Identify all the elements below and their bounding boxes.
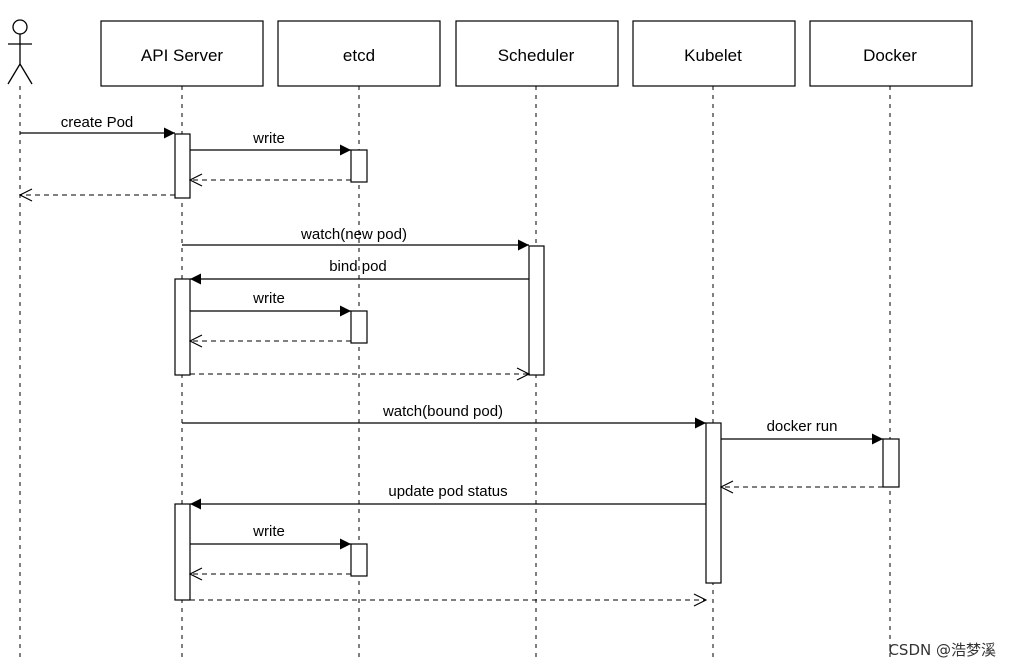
lifelines [19, 86, 891, 660]
activation-api-server [174, 133, 191, 199]
message-write: write [190, 130, 351, 156]
message-label: watch(new pod) [300, 226, 407, 243]
activation-api-server [174, 278, 191, 376]
activation-etcd [350, 149, 368, 183]
message-label: update pod status [388, 483, 507, 500]
message-label: write [252, 130, 285, 147]
activations [174, 133, 900, 601]
participant-label: Scheduler [498, 46, 575, 65]
participant-etcd: etcd [277, 20, 441, 87]
message-label: write [252, 290, 285, 307]
participant-label: Docker [863, 46, 917, 65]
activation-etcd [350, 543, 368, 577]
message-update-pod-status: update pod status [190, 483, 706, 510]
participant-label: Kubelet [684, 46, 742, 65]
activation-docker [882, 438, 900, 488]
message-watch-new-pod: watch(new pod) [182, 226, 529, 251]
message-docker-run: docker run [721, 418, 883, 445]
message-watch-bound-pod: watch(bound pod) [182, 403, 706, 429]
participant-label: etcd [343, 46, 375, 65]
message-write: write [190, 290, 351, 317]
participant-scheduler: Scheduler [455, 20, 619, 87]
activation-kubelet [705, 422, 722, 584]
message-label: create Pod [61, 114, 134, 131]
participant-label: API Server [141, 46, 224, 65]
activation-etcd [350, 310, 368, 344]
message-write: write [190, 523, 351, 550]
participant-kubelet: Kubelet [632, 20, 796, 87]
message-label: docker run [767, 418, 838, 435]
activation-scheduler [528, 245, 545, 376]
participant-api-server: API Server [100, 20, 264, 87]
activation-api-server [174, 503, 191, 601]
actor-icon [7, 19, 33, 85]
message-bind-pod: bind pod [190, 258, 529, 285]
message-label: watch(bound pod) [382, 403, 503, 420]
message-label: bind pod [329, 258, 387, 275]
message-create-pod: create Pod [20, 114, 175, 139]
watermark: CSDN @浩梦溪 [888, 641, 996, 659]
participant-docker: Docker [809, 20, 973, 87]
message-label: write [252, 523, 285, 540]
